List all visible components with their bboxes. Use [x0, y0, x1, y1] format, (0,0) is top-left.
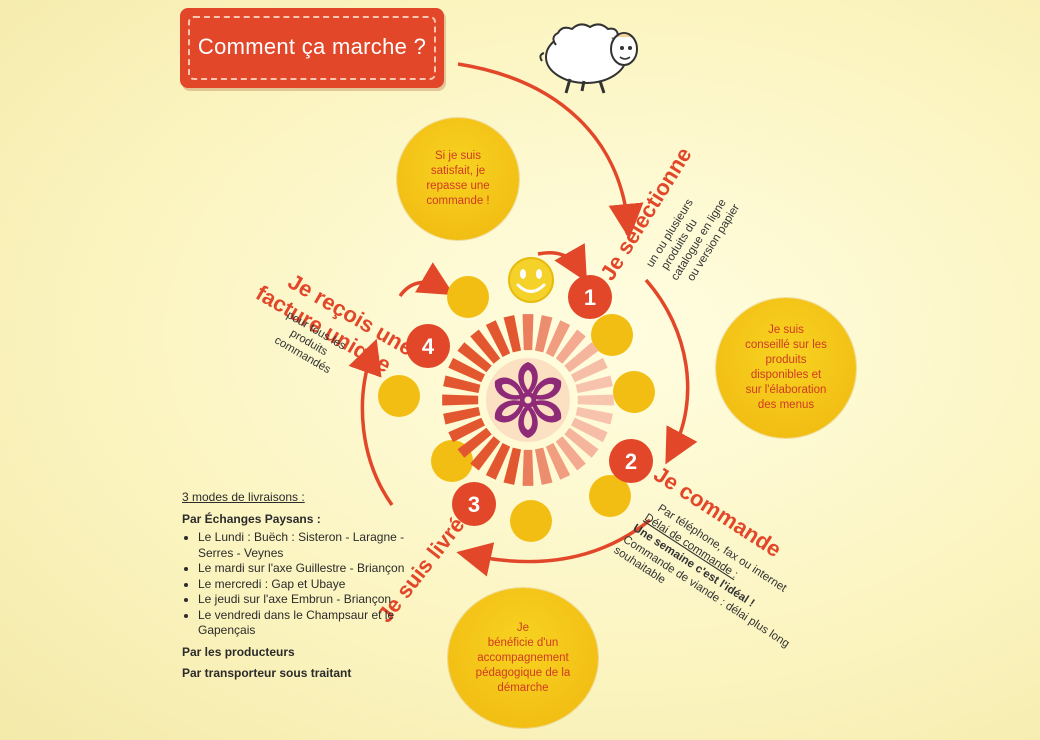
arrow-step3-to-step4	[348, 338, 394, 507]
radial-bar	[545, 320, 571, 357]
step-number-4: 4	[406, 324, 450, 368]
flower-petal-inner	[536, 404, 554, 417]
arrow-into-step1	[537, 243, 587, 283]
radial-bar	[443, 375, 481, 394]
svg-text:2: 2	[625, 449, 637, 474]
ring-circle	[378, 375, 420, 417]
arrow-title-to-step1	[457, 62, 644, 239]
radial-bar	[448, 417, 485, 443]
radial-bar	[564, 342, 599, 373]
radial-bar	[534, 447, 553, 485]
radial-bar	[485, 320, 511, 357]
radial-bar	[522, 314, 534, 351]
radial-bars	[442, 314, 614, 486]
radial-bar	[571, 417, 608, 443]
delivery-mode-1-title: Par Échanges Paysans :	[182, 511, 321, 526]
radial-bar	[470, 329, 501, 364]
step-number-3: 3	[452, 482, 496, 526]
ring-circle	[447, 276, 489, 318]
smiley-icon	[508, 257, 554, 303]
radial-bar	[545, 443, 571, 480]
delivery-heading: 3 modes de livraisons :	[182, 490, 305, 504]
step-4-title: Je reçois une facture unique	[252, 269, 418, 378]
svg-text:4: 4	[422, 334, 435, 359]
bubble-reorder-text: Si je suis satisfait, je repasse une com…	[426, 150, 490, 207]
svg-text:1: 1	[584, 285, 596, 310]
radial-bar	[575, 375, 613, 394]
list-item: Le Lundi : Buëch : Sisteron - Laragne - …	[198, 530, 412, 561]
flower-petal-inner	[523, 410, 533, 430]
flower-petal-inner	[502, 404, 520, 417]
list-item: Le mercredi : Gap et Ubaye	[198, 577, 412, 593]
page-title: Comment ça marche ?	[197, 34, 427, 59]
radial-bar	[577, 394, 614, 406]
delivery-mode-2-title: Par les producteurs	[182, 644, 295, 659]
title-banner: Comment ça marche ?	[180, 8, 444, 88]
svg-text:3: 3	[468, 492, 480, 517]
radial-bar	[522, 449, 534, 486]
flower-petal-inner	[523, 370, 533, 390]
flower-petal-inner	[536, 383, 554, 396]
sheep-icon	[539, 23, 638, 94]
delivery-modes: 3 modes de livraisons : Par Échanges Pay…	[182, 490, 412, 682]
radial-bar	[442, 394, 479, 406]
arrow-step2-to-step3	[456, 518, 652, 577]
flower-icon	[486, 358, 570, 442]
bubble-support: Je bénéficie d'un accompagnement pédagog…	[448, 588, 598, 728]
bubble-reorder: Si je suis satisfait, je repasse une com…	[397, 118, 519, 240]
ring-circle	[591, 314, 633, 356]
radial-bar	[555, 329, 586, 364]
radial-bar	[564, 427, 599, 458]
radial-bar	[503, 447, 522, 485]
ring-circles	[378, 276, 655, 542]
radial-bar	[457, 427, 492, 458]
flower-petal-inner	[502, 383, 520, 396]
step-number-2: 2	[609, 439, 653, 483]
bubble-support-text: Je bénéficie d'un accompagnement pédagog…	[475, 621, 571, 694]
delivery-mode-3-title: Par transporteur sous traitant	[182, 666, 352, 680]
arrow-step4-to-top	[398, 262, 455, 298]
radial-bar	[470, 436, 501, 471]
radial-bar	[443, 406, 481, 425]
radial-bar	[571, 357, 608, 383]
bubble-advice-text: Je suis conseillé sur les produits dispo…	[745, 324, 827, 411]
radial-bar	[448, 357, 485, 383]
radial-bar	[575, 406, 613, 425]
list-item: Le mardi sur l'axe Guillestre - Briançon	[198, 561, 412, 577]
arrow-step1-to-step2	[644, 278, 698, 465]
ring-circle	[613, 371, 655, 413]
delivery-mode-1-list: Le Lundi : Buëch : Sisteron - Laragne - …	[182, 530, 412, 639]
radial-bar	[485, 443, 511, 480]
step-number-1: 1	[568, 275, 612, 319]
list-item: Le jeudi sur l'axe Embrun - Briançon	[198, 592, 412, 608]
bubble-advice: Je suis conseillé sur les produits dispo…	[716, 298, 856, 438]
radial-bar	[555, 436, 586, 471]
radial-bar	[503, 315, 522, 353]
list-item: Le vendredi dans le Champsaur et le Gape…	[198, 608, 412, 639]
radial-bar	[457, 342, 492, 373]
ring-circle	[589, 475, 631, 517]
radial-bar	[534, 315, 553, 353]
ring-circle	[510, 500, 552, 542]
